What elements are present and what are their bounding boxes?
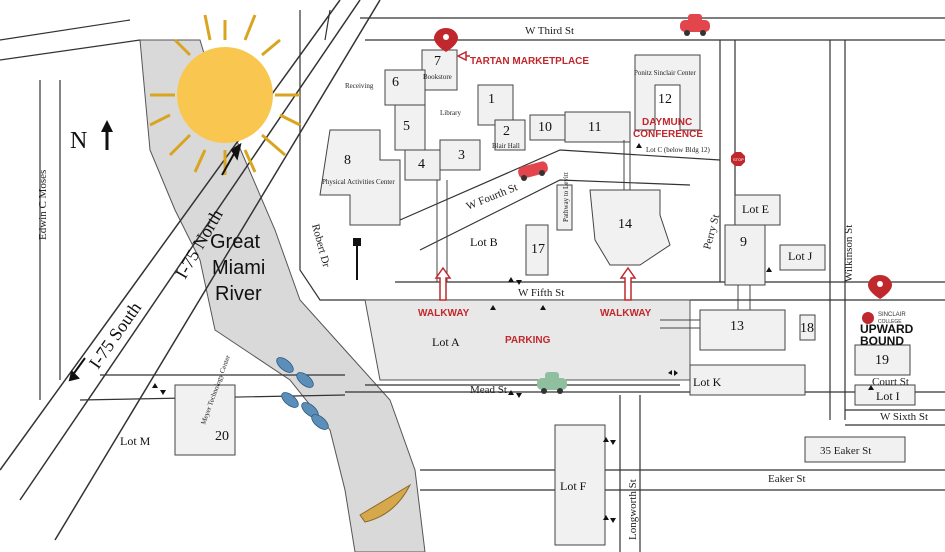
bldg-18: 18 bbox=[800, 321, 814, 336]
north-arrow-icon bbox=[101, 120, 113, 150]
bldg-8: 8 bbox=[344, 153, 351, 168]
sun-icon bbox=[149, 14, 301, 175]
lot-b: Lot B bbox=[470, 235, 498, 249]
upward-bound-logo: SINCLAIR COLLEGE UPWARD BOUND bbox=[860, 312, 914, 348]
lot-i: Lot I bbox=[876, 389, 900, 403]
car-icon bbox=[518, 161, 548, 181]
street-longworth: Longworth St bbox=[627, 479, 639, 540]
label-walkway-right: WALKWAY bbox=[600, 308, 652, 319]
street-fifth: W Fifth St bbox=[518, 287, 564, 299]
street-third: W Third St bbox=[525, 25, 574, 37]
label-conference: CONFERENCE bbox=[633, 129, 703, 140]
bldg-3: 3 bbox=[458, 148, 465, 163]
location-pin-icon bbox=[868, 275, 892, 299]
svg-text:SINCLAIR: SINCLAIR bbox=[878, 312, 906, 318]
compass-letter: N bbox=[70, 128, 87, 154]
street-court: Court St bbox=[872, 376, 909, 388]
label-walkway-left: WALKWAY bbox=[418, 308, 470, 319]
car-icon bbox=[537, 372, 567, 394]
label-daymunc: DAYMUNC bbox=[642, 117, 692, 128]
street-sixth: W Sixth St bbox=[880, 411, 928, 423]
label-tartan: TARTAN MARKETPLACE bbox=[470, 56, 589, 67]
street-wilkinson: Wilkinson St bbox=[843, 225, 855, 282]
walkway-paths bbox=[436, 140, 751, 329]
street-perry: Perry St bbox=[701, 213, 722, 251]
fish-icon-group bbox=[276, 357, 329, 430]
svg-text:UPWARD: UPWARD bbox=[860, 322, 914, 336]
label-blair: Blair Hall bbox=[492, 142, 520, 150]
street-mead: Mead St bbox=[470, 384, 507, 396]
bldg-11: 11 bbox=[588, 120, 601, 135]
road-outlines bbox=[0, 9, 945, 552]
lot-a: Lot A bbox=[432, 335, 460, 349]
label-bookstore: Bookstore bbox=[423, 73, 452, 81]
lot-k: Lot K bbox=[693, 375, 722, 389]
label-pac: Physical Activities Center bbox=[322, 178, 395, 186]
bldg-1: 1 bbox=[488, 92, 495, 107]
bldg-13: 13 bbox=[730, 319, 744, 334]
street-lamp-icon bbox=[353, 238, 361, 280]
bldg-6: 6 bbox=[392, 75, 399, 90]
label-lotc: Lot C (below Bldg 12) bbox=[646, 146, 710, 154]
tartan-arrow-icon bbox=[456, 50, 470, 62]
highway-i75 bbox=[0, 0, 381, 541]
bldg-10: 10 bbox=[538, 120, 552, 135]
label-river-2: Miami bbox=[212, 257, 265, 279]
bldg-7: 7 bbox=[434, 54, 441, 69]
svg-text:STOP: STOP bbox=[733, 157, 744, 162]
bldg-12: 12 bbox=[658, 92, 672, 107]
bldg-5: 5 bbox=[403, 119, 410, 134]
canoe-icon bbox=[359, 483, 412, 523]
label-library: Library bbox=[440, 109, 461, 117]
lot-m: Lot M bbox=[120, 434, 151, 448]
label-35-eaker: 35 Eaker St bbox=[820, 445, 871, 457]
bldg-20: 20 bbox=[215, 429, 229, 444]
lot-j: Lot J bbox=[788, 249, 813, 263]
bldg-4: 4 bbox=[418, 157, 425, 172]
location-pin-icon bbox=[434, 28, 458, 52]
svg-text:BOUND: BOUND bbox=[860, 334, 904, 348]
bldg-19: 19 bbox=[875, 353, 889, 368]
label-receiving: Receiving bbox=[345, 82, 374, 90]
car-icon bbox=[680, 14, 710, 36]
label-river-1: Great bbox=[210, 231, 260, 253]
label-parking: PARKING bbox=[505, 335, 551, 346]
lot-f: Lot F bbox=[560, 479, 587, 493]
buildings bbox=[174, 49, 916, 546]
walkway-arrow-left bbox=[434, 266, 452, 301]
label-ponitz: Ponitz Sinclair Center bbox=[634, 69, 696, 77]
label-pathway: Pathway to Levitt bbox=[562, 172, 570, 222]
south-arrow-icon bbox=[68, 357, 86, 382]
bldg-14: 14 bbox=[618, 217, 632, 232]
label-river-3: River bbox=[215, 283, 262, 305]
lot-e: Lot E bbox=[742, 202, 769, 216]
bldg-17: 17 bbox=[531, 242, 545, 257]
river bbox=[139, 39, 426, 552]
stop-sign-icon: STOP bbox=[731, 152, 745, 166]
north-hwy-arrow-icon bbox=[221, 142, 242, 176]
bldg-2: 2 bbox=[503, 124, 510, 139]
bldg-9: 9 bbox=[740, 235, 747, 250]
street-robert: Robert Dr bbox=[309, 223, 332, 269]
traffic-arrow-icons bbox=[152, 143, 874, 523]
street-fourth: W Fourth St bbox=[465, 181, 520, 212]
street-edwin: Edwin C Moses bbox=[37, 170, 49, 240]
svg-text:COLLEGE: COLLEGE bbox=[878, 319, 902, 325]
walkway-arrow-right bbox=[619, 266, 637, 301]
street-eaker: Eaker St bbox=[768, 473, 806, 485]
